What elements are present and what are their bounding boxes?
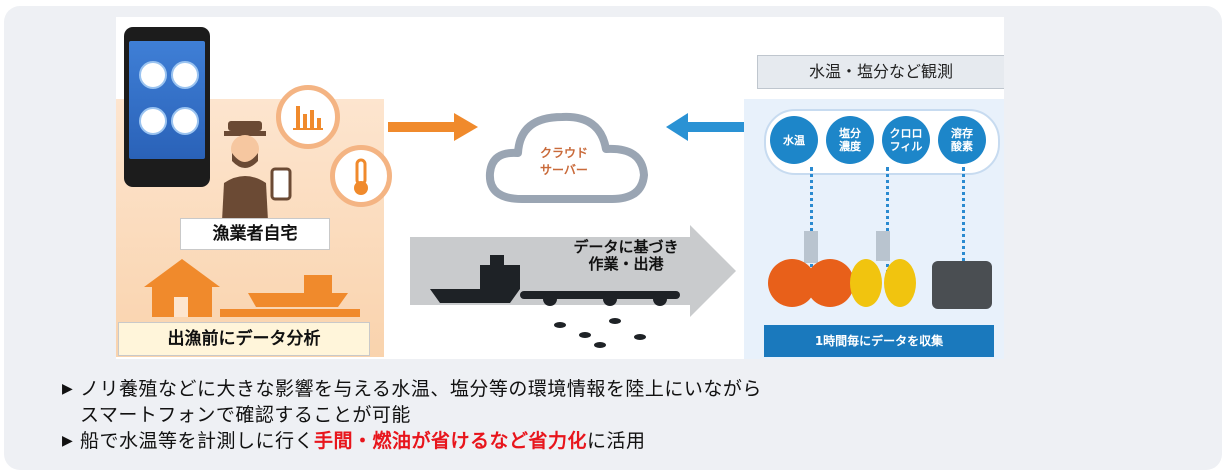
- observation-label: 水温・塩分など観測: [757, 55, 1004, 89]
- fisherman-icon: [222, 121, 268, 221]
- home-label: 漁業者自宅: [180, 218, 330, 250]
- cable-line: [962, 167, 965, 293]
- bullet-marker-icon: ▶: [62, 381, 74, 397]
- bar-chart-icon: [293, 106, 323, 130]
- phone-screen: [129, 41, 205, 159]
- water-temp-sensor: 水温: [770, 116, 818, 164]
- buoy-devices-icon: [768, 231, 992, 309]
- bullet-marker-icon: ▶: [62, 433, 74, 449]
- system-diagram: 漁業者自宅 出漁前にデータ分析 クラウド サーバー: [116, 17, 1004, 359]
- chlorophyll-sensor: クロロ フィル: [882, 116, 930, 164]
- thermometer-icon: [354, 158, 368, 195]
- gauge-icon: [171, 61, 199, 89]
- gauge-icon: [171, 107, 199, 135]
- cloud-icon: [485, 112, 648, 203]
- cloud-label-line: サーバー: [540, 163, 588, 177]
- bullet-text: ノリ養殖などに大きな影響を与える水温、塩分等の環境情報を陸上にいながら: [80, 378, 762, 400]
- cloud-label: クラウド サーバー: [514, 145, 614, 179]
- bullet-text: 船で水温等を計測しに行く: [80, 430, 315, 452]
- hand-phone-icon: [270, 167, 292, 201]
- bullet-text: スマートフォンで確認することが可能: [80, 404, 411, 426]
- cloud-label-line: クラウド: [539, 146, 588, 160]
- cable-line: [810, 167, 813, 293]
- boat-label: データに基づき 作業・出港: [546, 239, 706, 273]
- chart-callout: [276, 85, 340, 149]
- bullet-item: ▶ 船で水温等を計測しに行く手間・燃油が省けるなど省力化に活用: [62, 428, 762, 454]
- house-boat-icon: [144, 259, 360, 317]
- highlight-text: 手間・燃油が省けるなど省力化: [314, 430, 588, 452]
- upload-arrow-icon: [388, 113, 478, 141]
- gauge-icon: [139, 107, 167, 135]
- collection-label: 1時間毎にデータを収集: [764, 325, 994, 357]
- bullet-text: に活用: [587, 430, 646, 452]
- gauge-icon: [139, 61, 167, 89]
- bullet-item: ▶ ノリ養殖などに大きな影響を与える水温、塩分等の環境情報を陸上にいながら: [62, 376, 762, 402]
- dissolved-oxygen-sensor: 溶存 酸素: [938, 116, 986, 164]
- cable-line: [886, 167, 889, 293]
- analysis-label: 出漁前にデータ分析: [118, 322, 370, 356]
- boat-label-line: 作業・出港: [588, 255, 664, 273]
- data-arrow-icon: [666, 113, 746, 141]
- smartphone-icon: [124, 27, 210, 187]
- bullet-item-continuation: スマートフォンで確認することが可能: [62, 402, 762, 428]
- boat-label-line: データに基づき: [573, 238, 679, 256]
- thermometer-callout: [330, 145, 392, 207]
- salinity-sensor: 塩分 濃度: [826, 116, 874, 164]
- bullet-list: ▶ ノリ養殖などに大きな影響を与える水温、塩分等の環境情報を陸上にいながら スマ…: [62, 376, 762, 454]
- boat-arrow-icon: [410, 225, 736, 348]
